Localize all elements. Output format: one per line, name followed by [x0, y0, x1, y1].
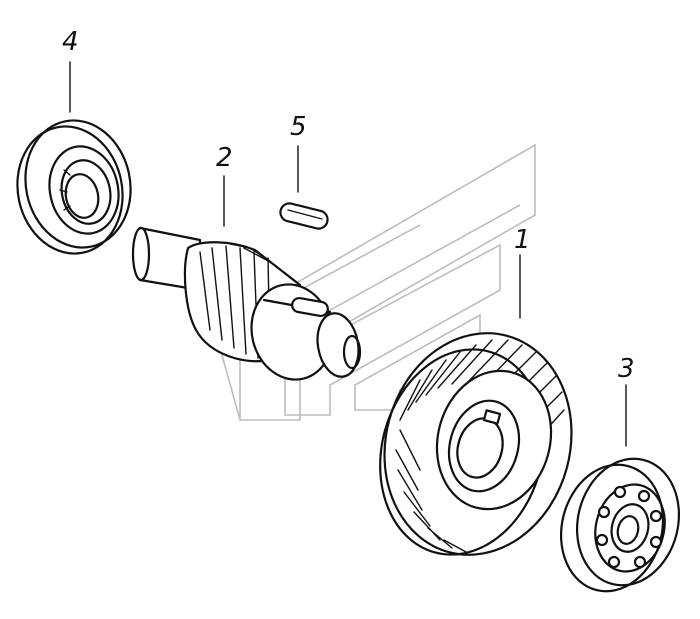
callout-label-1: 1 — [514, 225, 531, 255]
callout-label-2: 2 — [216, 143, 233, 173]
bearing-part-4 — [16, 119, 132, 255]
leader-lines — [69, 61, 627, 447]
key-part-5 — [279, 202, 329, 230]
callout-label-4: 4 — [62, 27, 79, 57]
bevel-gear-part-1 — [379, 332, 573, 556]
pinion-shaft-part-2 — [131, 226, 362, 381]
bearing-part-3 — [559, 457, 681, 593]
callout-label-5: 5 — [290, 112, 307, 142]
callout-label-3: 3 — [618, 354, 635, 384]
